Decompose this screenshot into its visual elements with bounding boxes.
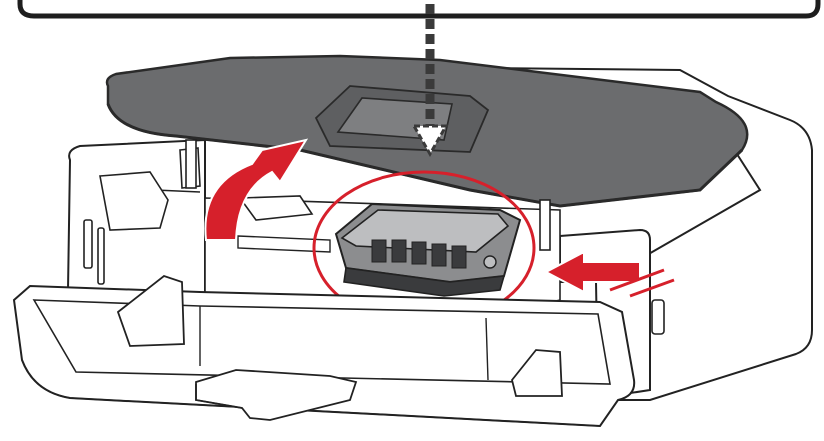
- memory-card-slot: [83, 219, 93, 269]
- callout-box: [17, 0, 821, 19]
- front-cover-rim: [21, 359, 601, 427]
- holder-front-lip: [343, 267, 506, 297]
- ink-slot-1: [371, 239, 387, 263]
- callout-box-frame: [17, 0, 821, 19]
- print-head-holder: [334, 202, 522, 297]
- left-paper-guide: [116, 274, 185, 347]
- cover-support-arms: [185, 139, 551, 251]
- ink-slot-2: [391, 239, 407, 263]
- motion-line-1: [609, 268, 665, 292]
- scanner-cover-edge: [106, 103, 744, 208]
- holder-knob: [483, 255, 497, 269]
- ink-slot-4: [431, 243, 447, 267]
- inner-carriage-rail: [238, 195, 314, 221]
- front-cover: [12, 274, 636, 428]
- output-tray-extension: [195, 369, 358, 421]
- left-support-arm: [185, 139, 197, 189]
- tray-extension-tab: [195, 384, 243, 409]
- dashed-down-arrow-icon: [411, 4, 449, 158]
- side-latch: [651, 299, 665, 335]
- ink-slot-5: [451, 245, 467, 269]
- curved-arrow-body: [204, 138, 309, 241]
- dashed-arrow-head: [411, 124, 449, 158]
- right-support-arm: [539, 199, 551, 251]
- curved-up-arrow-icon: [204, 138, 309, 241]
- ink-slot-3: [411, 241, 427, 265]
- memory-card-slot-2: [97, 227, 105, 285]
- slide-arrow-body: [543, 250, 641, 294]
- right-to-left-arrow-icon: [543, 250, 675, 298]
- right-paper-guide: [511, 349, 563, 397]
- left-inner-mechanism: [99, 171, 169, 231]
- motion-line-2: [629, 278, 675, 298]
- inner-guide-bar: [237, 235, 331, 253]
- inner-tray-line-2: [485, 317, 489, 381]
